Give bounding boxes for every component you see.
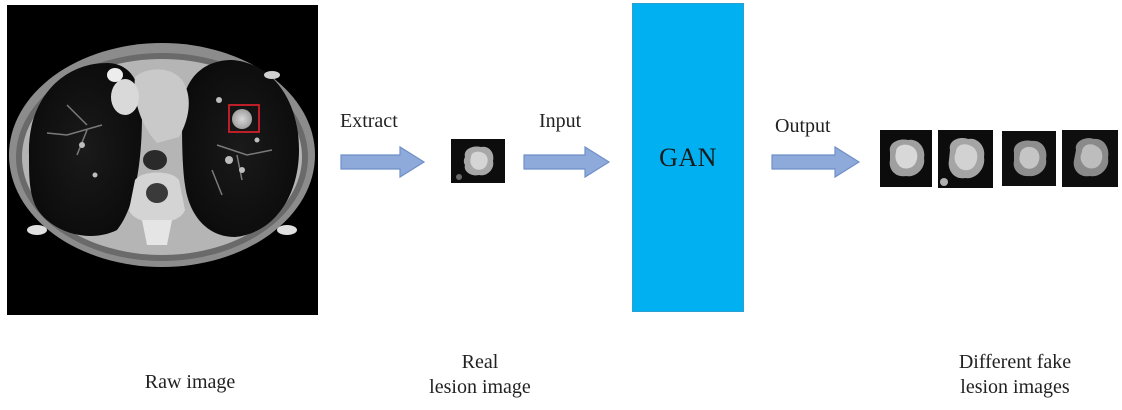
fake-lesion-image xyxy=(1062,130,1118,187)
extract-label: Extract xyxy=(340,110,398,132)
gan-block: GAN xyxy=(632,3,744,312)
fake-lesion-image xyxy=(880,130,932,187)
fake-lesion-caption: Different fake lesion images xyxy=(930,350,1100,400)
gan-label: GAN xyxy=(659,142,717,172)
raw-ct-scan-image xyxy=(7,5,318,315)
lesion-in-scan xyxy=(232,109,252,129)
fake-lesion-caption-line1: Different fake xyxy=(958,351,1072,373)
real-lesion-caption: Real lesion image xyxy=(400,350,560,400)
fake-lesion-caption-line2: lesion images xyxy=(960,376,1070,398)
input-label: Input xyxy=(539,110,582,132)
real-lesion-image xyxy=(451,139,505,183)
real-lesion-caption-line1: Real xyxy=(461,351,499,373)
extract-arrow-icon xyxy=(340,145,426,179)
ct-scan-graphic xyxy=(7,5,318,315)
real-lesion-caption-line2: lesion image xyxy=(429,376,531,398)
output-arrow-icon xyxy=(771,145,861,179)
input-arrow-icon xyxy=(523,145,611,179)
fake-lesion-image xyxy=(1002,131,1056,186)
raw-image-caption-text: Raw image xyxy=(144,371,236,393)
fake-lesion-image xyxy=(938,130,993,188)
raw-image-caption: Raw image xyxy=(120,370,260,395)
output-label: Output xyxy=(775,115,831,137)
lesion-highlight-box xyxy=(228,104,260,133)
